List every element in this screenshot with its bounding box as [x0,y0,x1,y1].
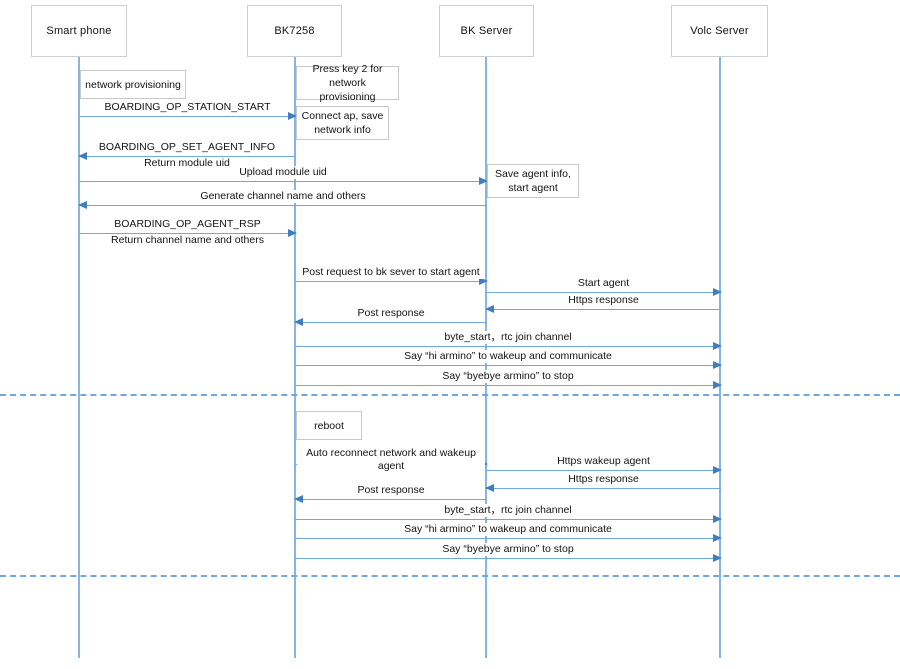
message-line [295,499,487,500]
lifeline-volc-server [719,57,721,658]
arrowhead-right-icon [713,465,722,474]
message-label: Generate channel name and others [196,190,370,203]
message-line [486,488,721,489]
note-text: network provisioning [85,78,181,91]
note-network-provisioning[interactable]: network provisioning [80,70,186,99]
message-line [295,538,721,539]
message-line [295,365,721,366]
message-line [79,233,296,234]
arrowhead-right-icon [713,533,722,542]
arrowhead-right-icon [288,111,297,120]
actor-label: BK Server [460,25,513,37]
message-sublabel: Return channel name and others [107,234,268,247]
arrowhead-right-icon [713,553,722,562]
arrowhead-right-icon [713,380,722,389]
message-label: Https response [564,294,643,307]
message-label: BOARDING_OP_STATION_START [100,101,275,114]
message-line [295,558,721,559]
message-label: byte_start，rtc join channel [440,331,576,344]
arrowhead-right-icon [479,276,488,285]
arrowhead-left-icon [485,304,494,313]
actor-label: BK7258 [274,25,315,37]
message-line [486,309,721,310]
note-text: reboot [314,419,344,432]
message-label: BOARDING_OP_AGENT_RSP [110,218,265,231]
message-line [79,156,295,157]
message-line [79,116,296,117]
lifeline-bk7258 [294,57,296,658]
note-save-agent-info[interactable]: Save agent info, start agent [487,164,579,198]
arrowhead-right-icon [713,287,722,296]
message-label: Say “byebye armino” to stop [438,543,578,556]
arrowhead-right-icon [479,176,488,185]
message-label: Start agent [573,277,634,290]
arrowhead-right-icon [713,360,722,369]
note-connect-ap[interactable]: Connect ap, save network info [296,106,389,140]
message-label: Post response [353,307,429,320]
message-label: BOARDING_OP_SET_AGENT_INFO [94,141,280,154]
note-text-line1: Save agent info, [495,168,571,180]
message-sublabel: Return module uid [140,157,234,170]
message-line [295,281,487,282]
arrowhead-left-icon [485,483,494,492]
message-line [486,292,721,293]
message-label: Post request to bk sever to start agent [298,266,484,279]
message-line [295,322,487,323]
note-text-line2: network provisioning [319,77,376,103]
actor-bk-server[interactable]: BK Server [439,5,534,57]
message-label: Say “hi armino” to wakeup and communicat… [400,523,616,536]
arrowhead-right-icon [713,514,722,523]
arrowhead-left-icon [78,200,87,209]
phase-separator-1 [0,394,900,396]
note-text-line1: Press key 2 for [312,63,383,75]
message-line [486,470,721,471]
lifeline-smart-phone [78,57,80,658]
message-line [295,346,721,347]
actor-bk7258[interactable]: BK7258 [247,5,342,57]
message-label: Auto reconnect network and wakeup agent [297,447,485,473]
arrowhead-right-icon [288,228,297,237]
message-line [79,181,487,182]
message-label: Upload module uid [235,166,331,179]
message-label: Say “hi armino” to wakeup and communicat… [400,350,616,363]
message-label: byte_start，rtc join channel [440,504,576,517]
note-text-line2: start agent [508,182,558,194]
actor-smart-phone[interactable]: Smart phone [31,5,127,57]
arrowhead-left-icon [294,494,303,503]
note-text-line1: Connect ap, save [301,110,384,122]
arrowhead-right-icon [713,341,722,350]
message-line [79,205,487,206]
actor-volc-server[interactable]: Volc Server [671,5,768,57]
note-reboot[interactable]: reboot [296,411,362,440]
message-label: Https response [564,473,643,486]
message-label: Post response [353,484,429,497]
arrowhead-left-icon [78,151,87,160]
note-press-key-2[interactable]: Press key 2 for network provisioning [296,63,399,103]
actor-label: Smart phone [46,25,112,37]
phase-separator-2 [0,575,900,577]
note-text-line2: network info [314,124,371,136]
actor-label: Volc Server [690,25,749,37]
message-line [295,385,721,386]
message-label: Say “byebye armino” to stop [438,370,578,383]
message-line [295,519,721,520]
message-label: Https wakeup agent [553,455,654,468]
arrowhead-left-icon [294,317,303,326]
